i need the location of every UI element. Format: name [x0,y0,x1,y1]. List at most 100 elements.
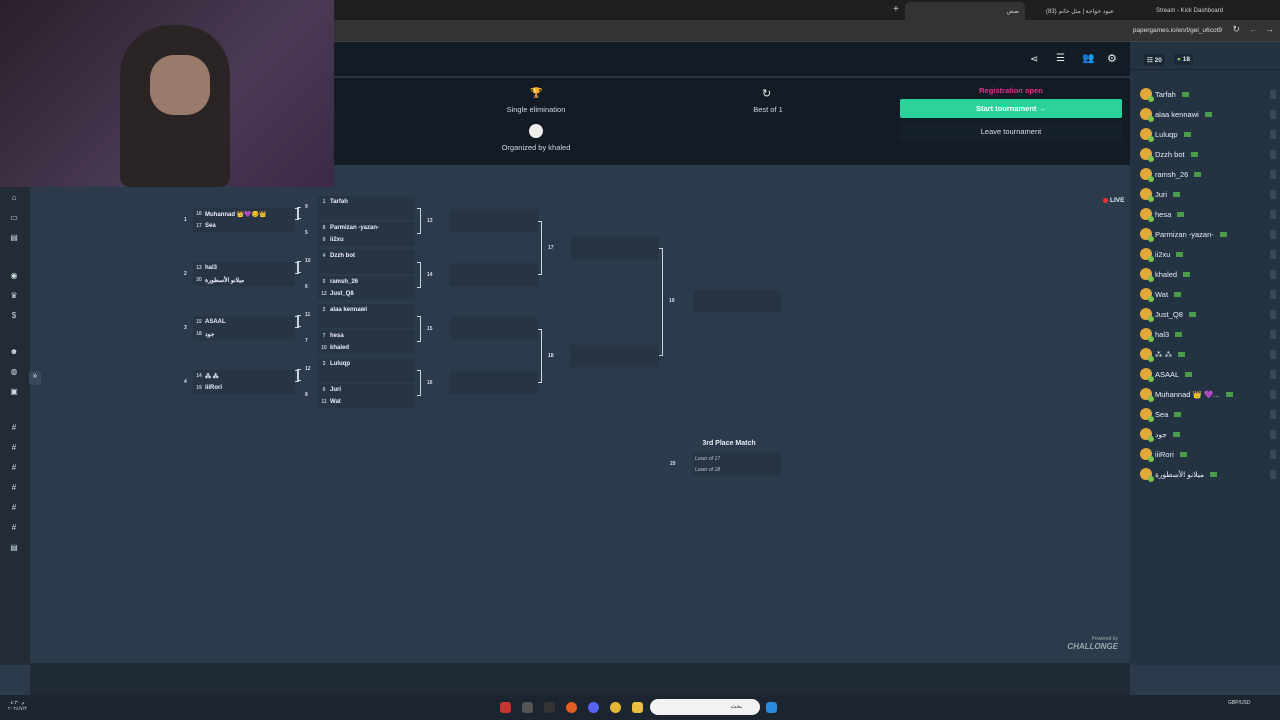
player-list-item[interactable]: Just_Q8 [1140,308,1276,322]
player-list-item[interactable]: Juri [1140,188,1276,202]
folder-icon[interactable] [632,702,643,713]
reload-icon[interactable]: ↻ [1232,24,1240,34]
hash-icon[interactable]: # [11,483,17,492]
remove-player-icon[interactable] [1270,129,1276,139]
home-icon[interactable]: ⌂ [11,193,17,202]
app-icon[interactable] [522,702,533,713]
settings-icon[interactable]: ⚙ [1107,53,1117,65]
store-icon[interactable]: ▤ [10,233,18,242]
player-list-item[interactable]: ramsh_26 [1140,168,1276,182]
player-list-item[interactable]: hesa [1140,208,1276,222]
player-list-item[interactable]: ميلانو الأسطورة [1140,468,1276,482]
globe-icon[interactable]: ◍ [10,367,18,376]
remove-player-icon[interactable] [1270,329,1276,339]
forward-icon[interactable]: → [1265,24,1274,34]
organizer-text[interactable]: Organized by khaled [501,143,571,152]
challonge-logo[interactable]: Powered by CHALLONGE [1040,636,1118,651]
users-icon[interactable]: ☻ [9,347,19,356]
player-list-item[interactable]: alaa kennawi [1140,108,1276,122]
bracket-slot[interactable]: 14⁂ ⁂ [193,370,295,382]
cart-icon[interactable]: ▭ [10,213,18,222]
player-list-item[interactable]: ⁂ ⁂ [1140,348,1276,362]
firefox-icon[interactable] [566,702,577,713]
remove-player-icon[interactable] [1270,109,1276,119]
bracket-slot[interactable] [318,262,415,274]
player-list-item[interactable]: hal3 [1140,328,1276,342]
empty-match-box[interactable] [450,209,538,232]
tab-kick-dashboard[interactable]: Stream - Kick Dashboard [1150,2,1229,20]
empty-match-box[interactable] [571,237,659,259]
remove-player-icon[interactable] [1270,389,1276,399]
remove-player-icon[interactable] [1270,249,1276,259]
player-list-item[interactable]: Tarfah [1140,88,1276,102]
new-tab-button[interactable]: + [893,4,899,15]
player-list-item[interactable]: Dzzh bot [1140,148,1276,162]
remove-player-icon[interactable] [1270,229,1276,239]
empty-match-box[interactable] [450,371,538,394]
list-icon[interactable]: ▤ [10,543,18,552]
dollar-icon[interactable]: $ [11,311,17,320]
hash-icon[interactable]: # [11,503,17,512]
remove-player-icon[interactable] [1270,169,1276,179]
remove-player-icon[interactable] [1270,469,1276,479]
player-list-item[interactable]: khaled [1140,268,1276,282]
player-list-item[interactable]: Parmizan -yazan- [1140,228,1276,242]
app-icon[interactable] [544,702,555,713]
remove-player-icon[interactable] [1270,369,1276,379]
start-tournament-button[interactable]: Start tournament → [900,99,1122,118]
player-list-item[interactable]: ii2xu [1140,248,1276,262]
remove-player-icon[interactable] [1270,149,1276,159]
empty-match-box[interactable] [571,345,659,367]
remove-player-icon[interactable] [1270,209,1276,219]
remove-player-icon[interactable] [1270,269,1276,279]
expand-sidebar-button[interactable]: » [29,371,41,385]
app-icon[interactable] [500,702,511,713]
share-icon[interactable]: ⋖ [1030,54,1039,65]
player-list-item[interactable]: جود [1140,428,1276,442]
hash-icon[interactable]: # [11,423,17,432]
player-list-item[interactable]: Luluqp [1140,128,1276,142]
bracket-slot[interactable] [318,316,415,328]
trophy-icon[interactable]: ♛ [10,291,18,300]
tab-youtube[interactable]: (83) عبود خواجة | مثل خاتم [1040,2,1120,20]
message-icon[interactable]: ▣ [10,387,18,396]
chrome-icon[interactable] [610,702,621,713]
player-list-item[interactable]: Muhannad 👑 💜... [1140,388,1276,402]
remove-player-icon[interactable] [1270,89,1276,99]
remove-player-icon[interactable] [1270,429,1276,439]
hash-icon[interactable]: # [11,523,17,532]
leave-tournament-button[interactable]: Leave tournament [900,122,1122,141]
remove-player-icon[interactable] [1270,189,1276,199]
bracket-slot[interactable] [318,370,415,382]
tab-active[interactable]: ضض [905,2,1025,20]
target-icon[interactable]: ◉ [10,271,18,280]
remove-player-icon[interactable] [1270,349,1276,359]
currency-widget[interactable]: GBP/USD [1228,700,1251,706]
empty-match-box[interactable] [450,317,538,340]
player-list-item[interactable]: ASAAL [1140,368,1276,382]
